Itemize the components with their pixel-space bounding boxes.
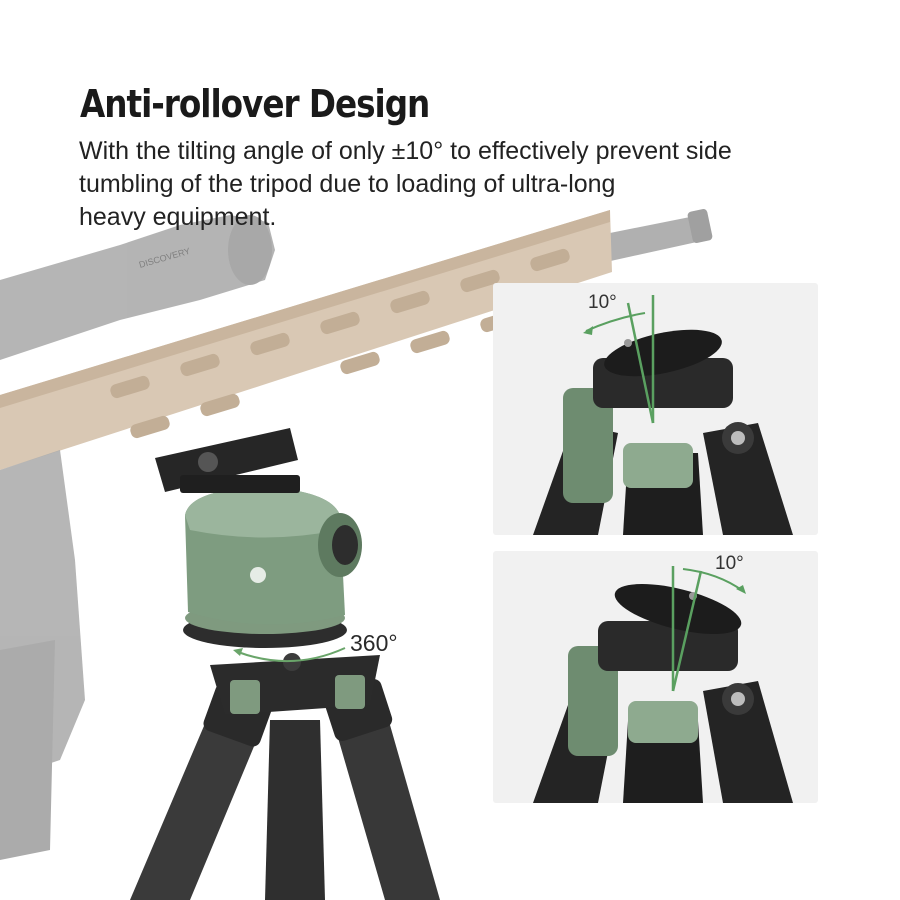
quick-release-clamp <box>155 428 300 493</box>
tilt-right-inset: 10° <box>493 551 818 803</box>
description-line: heavy equipment. <box>79 203 277 231</box>
tilt-angle-label: 10° <box>715 553 744 574</box>
rifle-magazine <box>0 450 85 860</box>
tilt-left-inset: 10° <box>493 283 818 535</box>
description: With the tilting angle of only ±10° to e… <box>79 135 819 234</box>
rifle-muzzle <box>600 209 713 262</box>
description-line: With the tilting angle of only ±10° to e… <box>79 137 732 165</box>
tilt-angle-indicator <box>671 566 746 692</box>
tilt-angle-label: 10° <box>588 292 617 313</box>
tripod-closeup <box>533 584 793 803</box>
ball-head <box>185 487 362 625</box>
tripod-apex <box>210 653 380 715</box>
description-line: tumbling of the tripod due to loading of… <box>79 170 616 198</box>
rotation-label: 360° <box>350 630 398 656</box>
rifle-handguard <box>0 210 612 470</box>
tripod-closeup <box>533 329 793 535</box>
headline: Anti-rollover Design <box>80 82 430 126</box>
tilt-angle-indicator <box>583 295 655 424</box>
rifle-scope: DISCOVERY <box>0 215 275 360</box>
rotation-arrow <box>233 647 346 663</box>
